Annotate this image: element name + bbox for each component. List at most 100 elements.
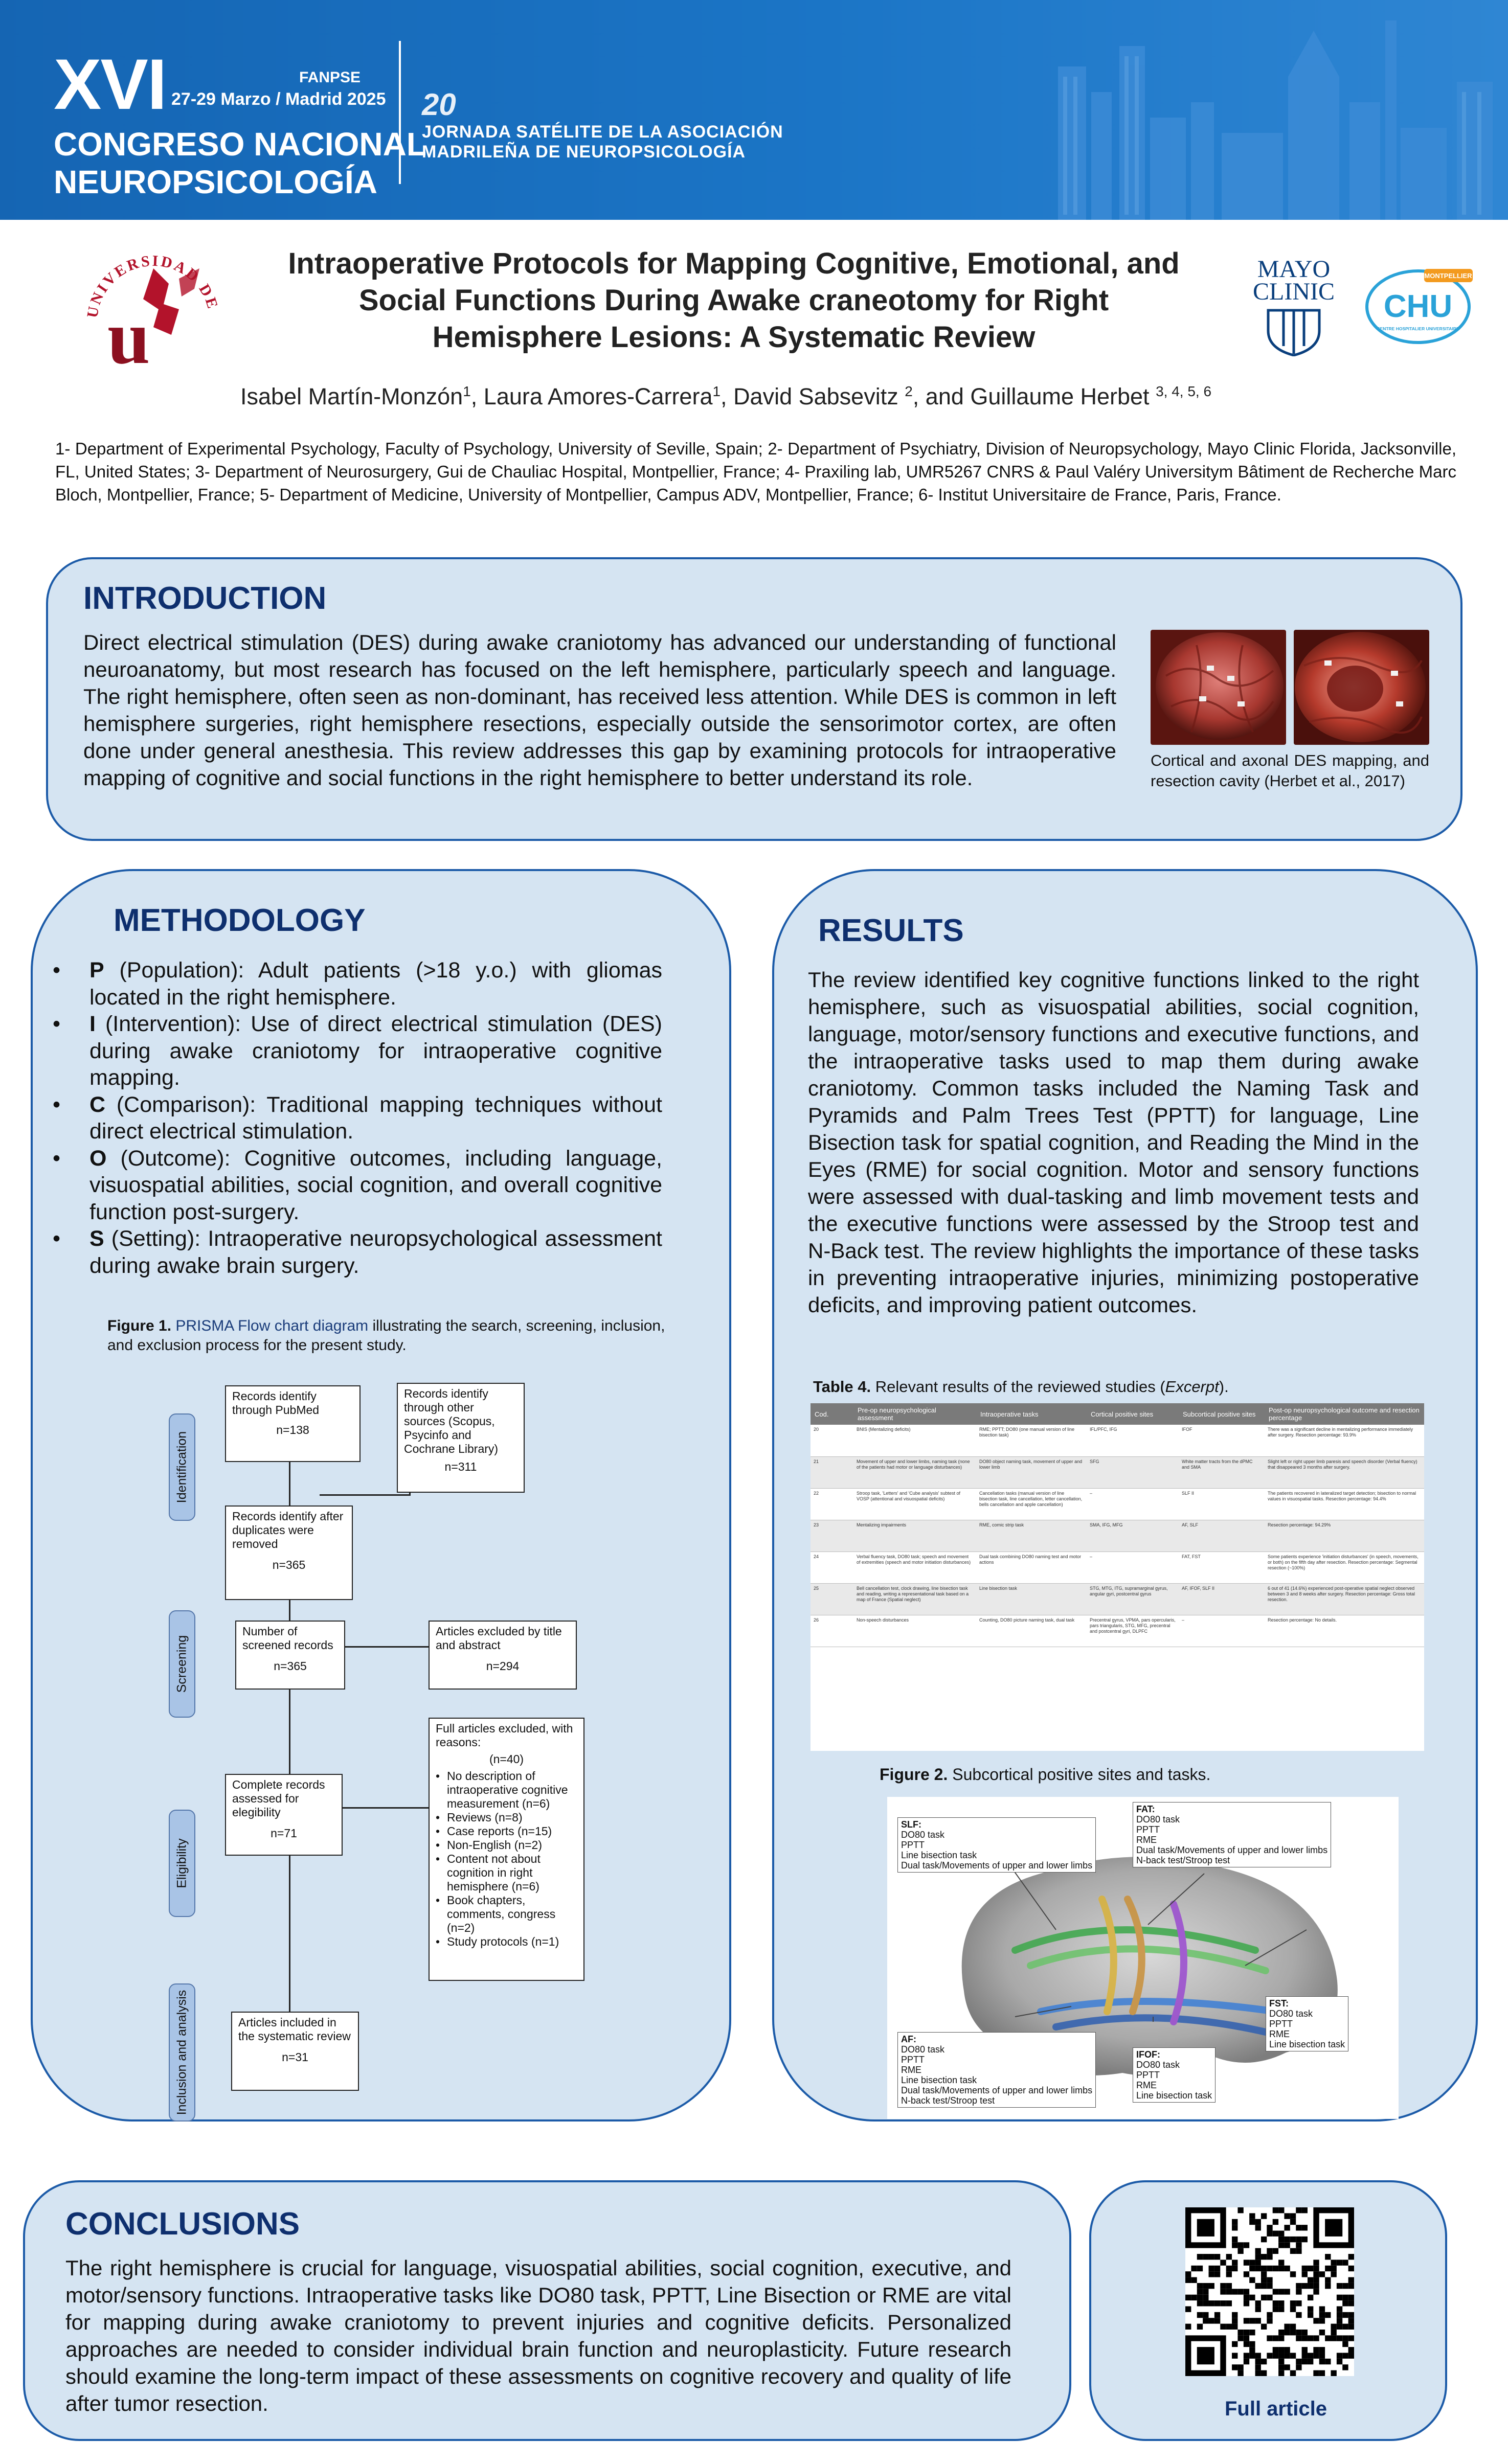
- prisma-box-count: n=365: [272, 1558, 306, 1571]
- fanpse-logo: FANPSE: [299, 69, 361, 86]
- results-text: The review identified key cognitive func…: [808, 968, 1419, 1317]
- figure1-caption: Figure 1. PRISMA Flow chart diagram illu…: [107, 1316, 675, 1355]
- tract-task: Line bisection task: [901, 2075, 977, 2085]
- list-item: Case reports (n=15): [436, 1824, 577, 1838]
- tract-name: FST:: [1269, 1998, 1289, 2009]
- prisma-box-label: Complete records assessed for elegibilit…: [232, 1778, 325, 1819]
- exclusion-reasons: No description of intraoperative cogniti…: [436, 1769, 577, 1949]
- slf-label: SLF: DO80 task PPTT Line bisection task …: [897, 1817, 1096, 1873]
- table-cell: Bell cancellation test, clock drawing, l…: [853, 1583, 976, 1615]
- table-header: Intraoperative tasks: [976, 1403, 1087, 1425]
- chu-logo: MONTPELLIER CHU CENTRE HOSPITALIER UNIVE…: [1363, 266, 1473, 345]
- author-name: Guillaume Herbet: [970, 383, 1156, 409]
- author-affiliation: 3, 4, 5, 6: [1156, 383, 1212, 399]
- poster-title: Intraoperative Protocols for Mapping Cog…: [288, 247, 1180, 354]
- pico-key: O: [89, 1146, 107, 1171]
- chu-main-text: CHU: [1384, 289, 1452, 324]
- table-cell: RME, comic strip task: [976, 1520, 1087, 1552]
- prisma-excluded-title-box: Articles excluded by title and abstract …: [429, 1621, 577, 1690]
- table-cell: Resection percentage: No details.: [1265, 1615, 1424, 1647]
- tract-task: RME: [901, 2065, 921, 2075]
- table-cell: –: [1179, 1615, 1265, 1647]
- table-cell: IFOF: [1179, 1425, 1265, 1457]
- tract-task: RME: [1136, 1835, 1157, 1845]
- author-affiliation: 2: [905, 383, 913, 399]
- tract-task: PPTT: [1269, 2019, 1293, 2029]
- af-label: AF: DO80 task PPTT RME Line bisection ta…: [897, 2032, 1096, 2108]
- tract-task: PPTT: [901, 2055, 925, 2065]
- table-cell: The patients recovered in lateralized ta…: [1265, 1488, 1424, 1520]
- list-item: I (Intervention): Use of direct electric…: [53, 1011, 662, 1091]
- table-cell: 23: [811, 1520, 853, 1552]
- prisma-box-label: Records identify through PubMed: [232, 1389, 320, 1417]
- phase-inclusion: Inclusion and analysis: [169, 1983, 195, 2121]
- tract-task: PPTT: [901, 1840, 925, 1850]
- figure1-label: Figure 1.: [107, 1317, 172, 1334]
- connector: [289, 1462, 290, 1513]
- table-cell: 20: [811, 1425, 853, 1457]
- cortical-mapping-photo: [1151, 630, 1286, 745]
- resection-cavity-photo: [1294, 630, 1429, 745]
- figure2-label: Figure 2.: [880, 1765, 948, 1784]
- qr-code-icon: [1185, 2207, 1354, 2376]
- author-separator: , and: [912, 383, 971, 409]
- table4-caption-em: Excerpt: [1165, 1378, 1219, 1396]
- table4-caption-end: ).: [1219, 1378, 1229, 1396]
- introduction-text: Direct electrical stimulation (DES) duri…: [83, 630, 1116, 790]
- congress-name-line1: CONGRESO NACIONAL: [54, 126, 426, 163]
- list-item: P (Population): Adult patients (>18 y.o.…: [53, 957, 662, 1011]
- congress-dates: 27-29 Marzo / Madrid 2025: [171, 89, 386, 109]
- jornada-logo: 20 JORNADA SATÉLITE DE LA ASOCIACIÓN MAD…: [422, 87, 783, 162]
- full-article-link[interactable]: Full article: [1224, 2398, 1327, 2420]
- table-cell: SLF II: [1179, 1488, 1265, 1520]
- prisma-other-sources-box: Records identify through other sources (…: [397, 1383, 525, 1493]
- table-header: Cod.: [811, 1403, 853, 1425]
- city-skyline-icon: [1058, 20, 1493, 220]
- connector: [289, 1856, 290, 2012]
- pico-key: S: [89, 1226, 104, 1251]
- tract-task: Line bisection task: [901, 1850, 977, 1860]
- chu-logo-icon: MONTPELLIER CHU CENTRE HOSPITALIER UNIVE…: [1365, 269, 1473, 344]
- tract-task: PPTT: [1136, 2070, 1160, 2080]
- tract-name: SLF:: [901, 1819, 921, 1830]
- phase-label: Eligibility: [174, 1838, 189, 1888]
- figure2-caption-text: Subcortical positive sites and tasks.: [948, 1765, 1211, 1784]
- tract-task: DO80 task: [901, 2044, 945, 2055]
- anniversary-mark: 20: [422, 87, 456, 122]
- tract-task: Line bisection task: [1269, 2039, 1345, 2049]
- qr-code[interactable]: [1185, 2207, 1354, 2376]
- author-list: Isabel Martín-Monzón1, Laura Amores-Carr…: [240, 383, 1314, 410]
- phase-label: Identification: [174, 1431, 189, 1503]
- prisma-box-label: Full articles excluded, with reasons:: [436, 1722, 573, 1749]
- prisma-box-label: Records identify through other sources (…: [404, 1387, 499, 1455]
- table-cell: IFL/PFC, IFG: [1087, 1425, 1179, 1457]
- pico-text: (Population): Adult patients (>18 y.o.) …: [89, 958, 662, 1010]
- table-cell: 22: [811, 1488, 853, 1520]
- mayo-shield-icon: [1267, 309, 1321, 357]
- pico-key: P: [89, 958, 104, 983]
- prisma-box-label: Number of screened records: [242, 1625, 333, 1652]
- prisma-box-count: n=311: [444, 1460, 477, 1473]
- connector: [289, 1600, 290, 1628]
- table-cell: BNIS (Mentalizing deficits): [853, 1425, 976, 1457]
- prisma-box-label: Records identify after duplicates were r…: [232, 1510, 344, 1550]
- table-cell: STG, MTG, ITG, supramarginal gyrus, angu…: [1087, 1583, 1179, 1615]
- tract-task: DO80 task: [1136, 1814, 1180, 1824]
- university-letter: u: [107, 295, 150, 380]
- conclusions-text: The right hemisphere is crucial for lang…: [65, 2256, 1011, 2415]
- table-cell: FAT, FST: [1179, 1552, 1265, 1584]
- phase-label: Inclusion and analysis: [174, 1990, 189, 2115]
- tract-name: AF:: [901, 2034, 916, 2044]
- conclusions-panel: [23, 2180, 1071, 2441]
- table4-label: Table 4.: [813, 1378, 871, 1396]
- introduction-heading: INTRODUCTION: [83, 581, 327, 616]
- list-item: Study protocols (n=1): [436, 1935, 577, 1949]
- tract-task: RME: [1269, 2029, 1290, 2039]
- connector: [343, 1646, 430, 1648]
- list-item: Book chapters, comments, congress (n=2): [436, 1893, 577, 1935]
- congress-number: XVI: [54, 44, 167, 124]
